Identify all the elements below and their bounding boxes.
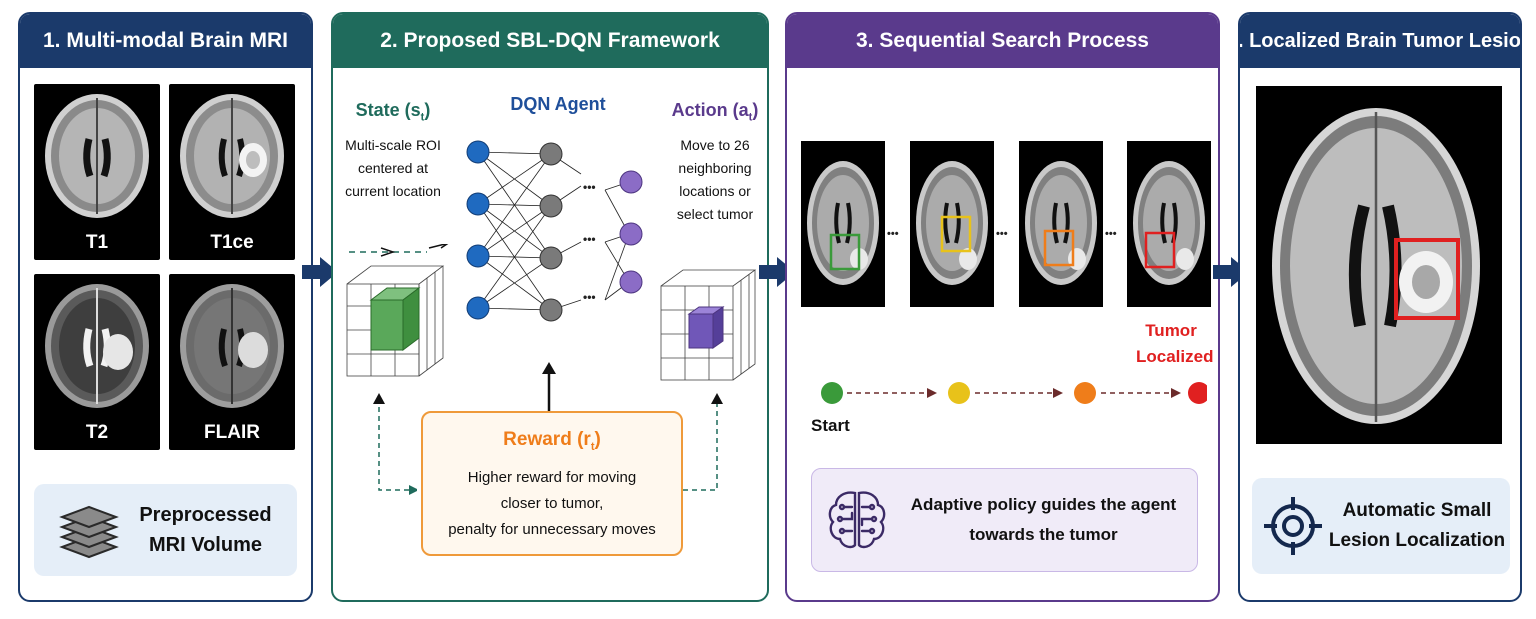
ellipsis-dots: ••• — [996, 228, 1008, 240]
panel-localized-lesion: 4. Localized Brain Tumor Lesion Automati… — [1238, 12, 1522, 602]
search-progress-track — [821, 382, 1207, 404]
panel-title: 1. Multi-modal Brain MRI — [20, 14, 311, 68]
ellipsis-dots: ••• — [583, 180, 596, 194]
mri-t1-image: T1 — [34, 84, 160, 260]
panel-title: 4. Localized Brain Tumor Lesion — [1240, 14, 1520, 68]
panel-framework: 2. Proposed SBL-DQN Framework State (st)… — [331, 12, 769, 602]
localized-mri-image — [1256, 86, 1502, 444]
panel-mri-input: 1. Multi-modal Brain MRI T1 T1ce — [18, 12, 313, 602]
flow-arrow-icon — [302, 257, 338, 287]
reward-box: Reward (rt) Higher reward for moving clo… — [421, 411, 683, 556]
action-cube — [660, 269, 757, 381]
policy-text: Adaptive policy guides the agent towards… — [910, 495, 1177, 544]
state-title: State (st) — [355, 100, 431, 124]
panel-search-process: 3. Sequential Search Process ••• ••• ••• T… — [785, 12, 1220, 602]
modality-label: T1ce — [210, 232, 254, 253]
target-crosshair-icon — [1264, 497, 1322, 555]
up-arrow-icon — [542, 362, 556, 414]
step-dot-3 — [1074, 382, 1096, 404]
panel-title: 3. Sequential Search Process — [787, 14, 1218, 68]
agent-title: DQN Agent — [510, 94, 606, 114]
automatic-localization-text: Automatic Small Lesion Localization — [1328, 500, 1506, 551]
search-step-frame — [1127, 141, 1211, 307]
brain-circuit-icon — [828, 491, 886, 549]
action-description: Move to 26 neighboring locations or sele… — [676, 137, 754, 222]
state-description: Multi-scale ROI centered at current loca… — [345, 137, 441, 199]
preprocessed-volume-box: Preprocessed MRI Volume — [34, 484, 297, 576]
search-step-frame — [1019, 141, 1103, 307]
ellipsis-dots: ••• — [1105, 228, 1117, 240]
modality-label: T2 — [85, 422, 109, 443]
automatic-localization-box: Automatic Small Lesion Localization — [1252, 478, 1510, 574]
step-dot-start — [821, 382, 843, 404]
stacked-layers-icon — [59, 505, 119, 559]
feedback-connector-right — [683, 393, 723, 491]
mri-t1ce-image: T1ce — [169, 84, 295, 260]
ellipsis-dots: ••• — [583, 290, 596, 304]
modality-label: T1 — [85, 232, 109, 253]
reward-description: Higher reward for moving closer to tumor… — [448, 469, 656, 538]
panel-title: 2. Proposed SBL-DQN Framework — [333, 14, 767, 68]
state-roi-cube — [346, 244, 449, 377]
search-step-frame — [801, 141, 885, 307]
ellipsis-dots: ••• — [583, 232, 596, 246]
action-title: Action (at) — [671, 100, 759, 124]
mri-t2-image: T2 — [34, 274, 160, 450]
feedback-connector-left — [373, 393, 417, 495]
reward-title: Reward (rt) — [503, 429, 601, 453]
box-line-1: Preprocessed — [139, 504, 272, 526]
box-line-2: MRI Volume — [149, 534, 262, 556]
dqn-network-diagram — [466, 140, 643, 322]
modality-label: FLAIR — [204, 422, 260, 443]
step-dot-end — [1188, 382, 1207, 404]
ellipsis-dots: ••• — [887, 228, 899, 240]
tumor-localized-label: Tumor Localized — [1136, 321, 1214, 366]
search-step-frame — [910, 141, 994, 307]
mri-flair-image: FLAIR — [169, 274, 295, 450]
step-dot-2 — [948, 382, 970, 404]
start-label: Start — [811, 416, 850, 435]
policy-box: Adaptive policy guides the agent towards… — [811, 468, 1198, 572]
